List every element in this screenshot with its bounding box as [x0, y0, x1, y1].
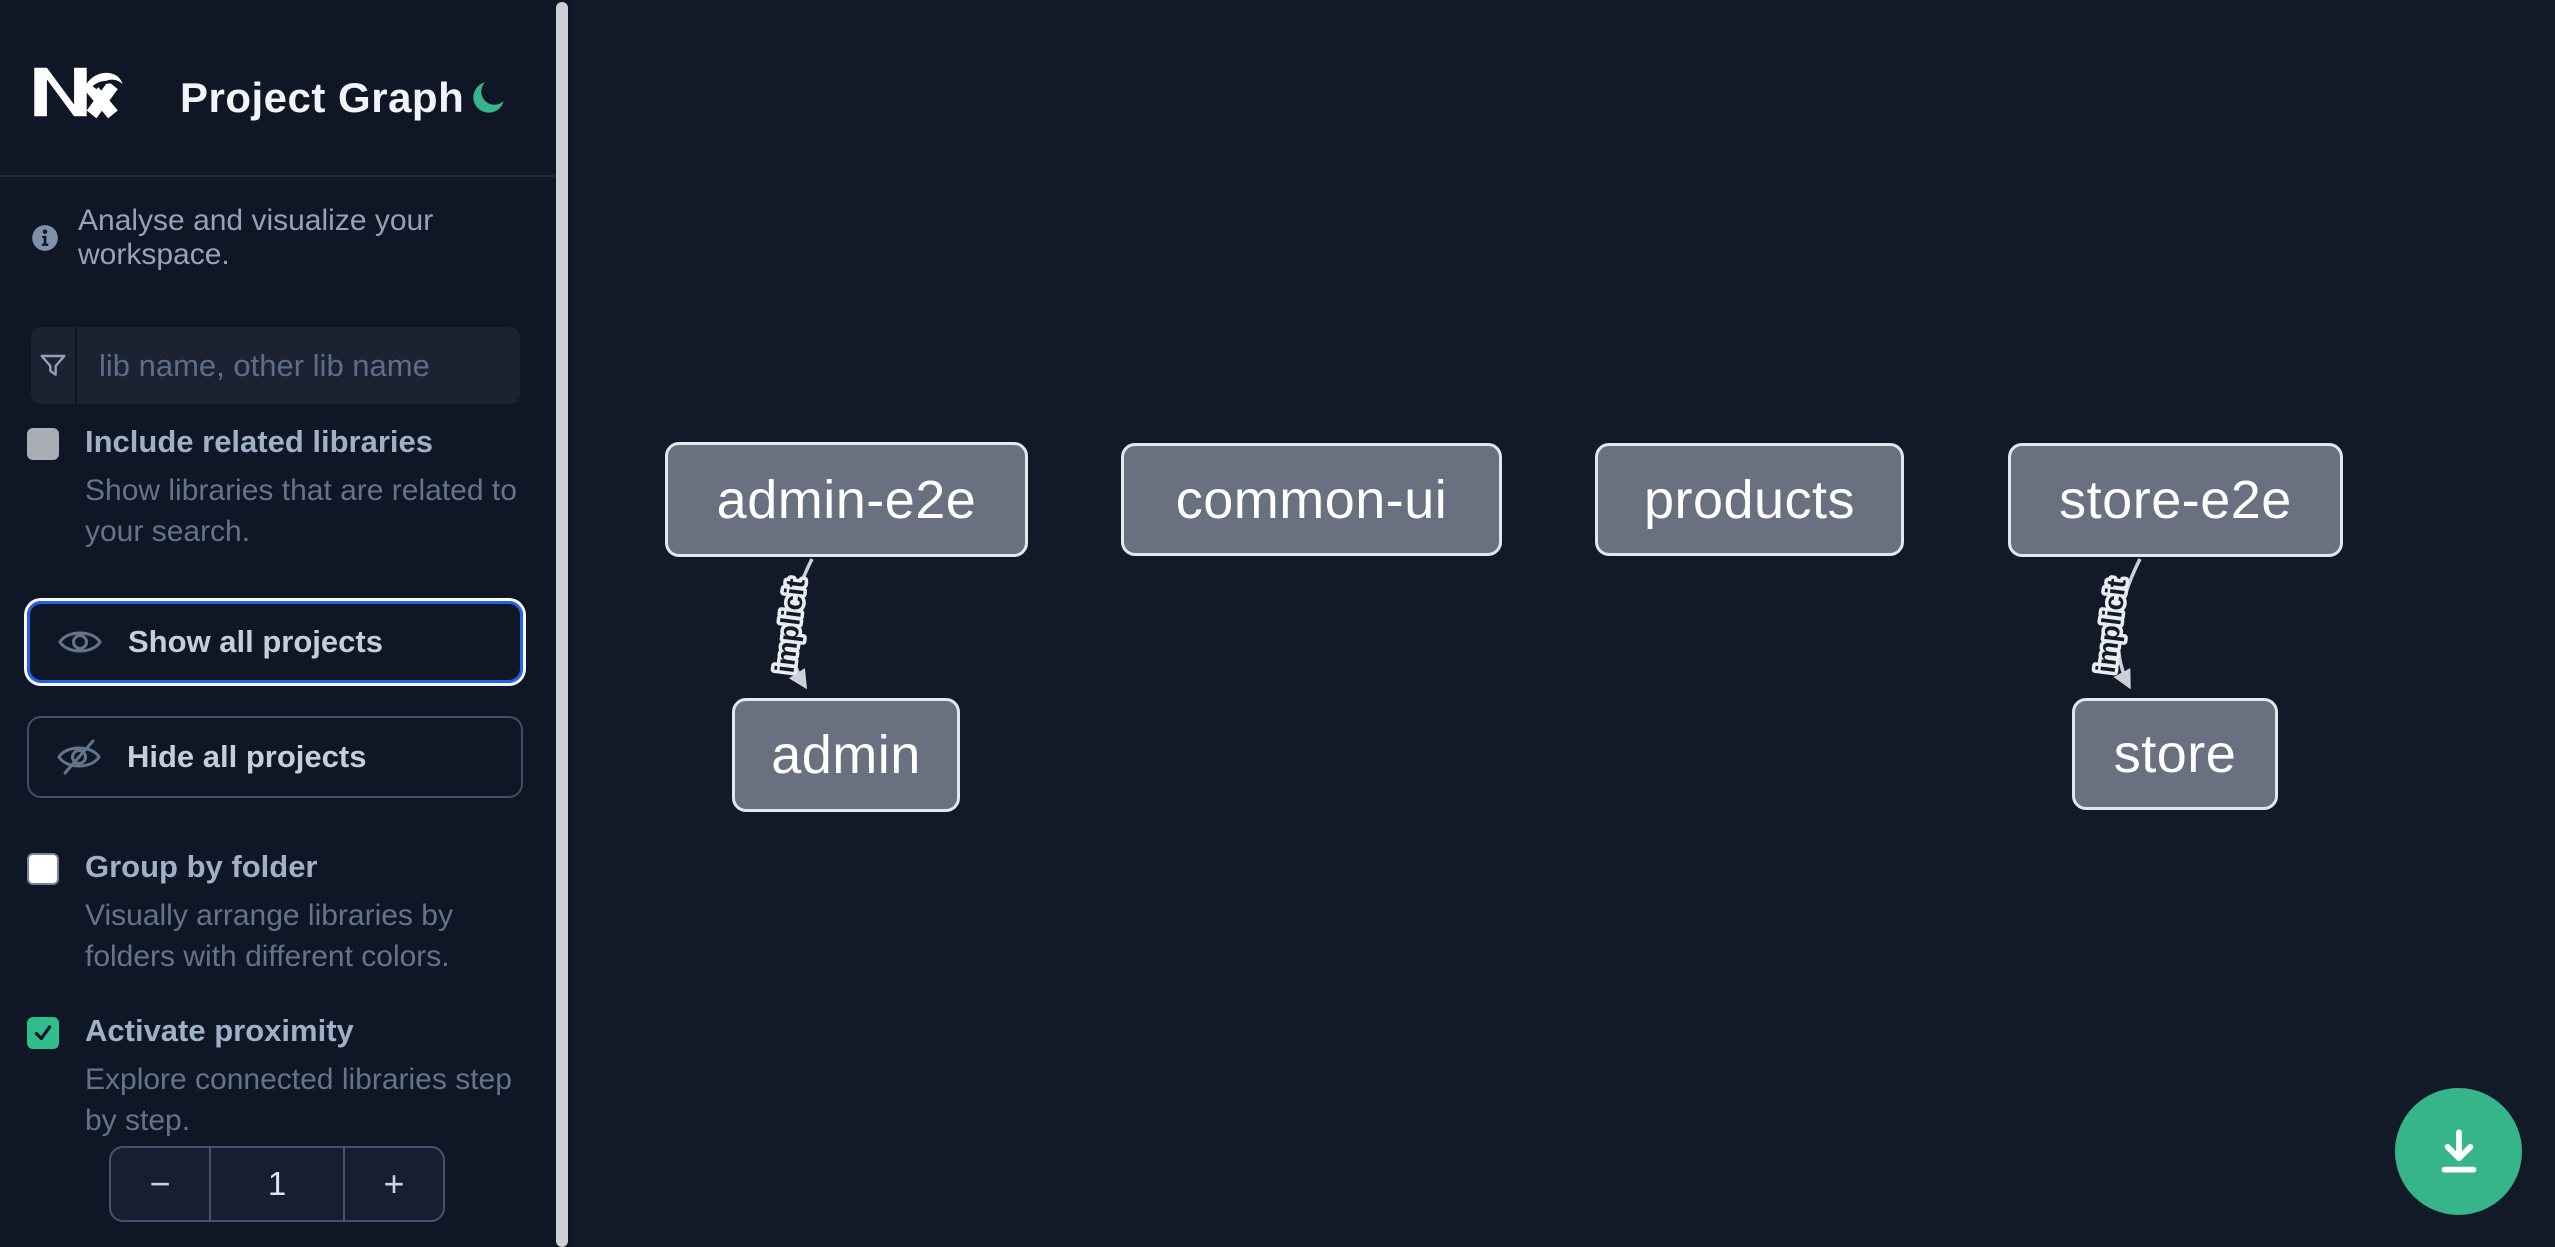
- group-by-folder-title: Group by folder: [85, 849, 318, 884]
- page-title: Project Graph: [180, 74, 465, 121]
- show-all-projects-button[interactable]: Show all projects: [27, 601, 523, 683]
- nx-logo-icon: [34, 67, 123, 119]
- edge-admin-e2e-admin[interactable]: [788, 558, 814, 690]
- download-graph-button[interactable]: [2395, 1088, 2522, 1215]
- graph-node-admin-e2e[interactable]: admin-e2e: [665, 442, 1028, 557]
- activate-proximity-checkbox[interactable]: [27, 1017, 59, 1049]
- increment-button[interactable]: +: [383, 1163, 405, 1204]
- sidebar: Project Graph Analyse and visualize your…: [0, 0, 570, 1247]
- edge-store-e2e-store[interactable]: [2113, 558, 2142, 690]
- graph-canvas[interactable]: [570, 0, 2555, 1247]
- search-box: [31, 327, 520, 404]
- sidebar-header: Project Graph: [0, 0, 556, 177]
- activate-proximity-description: Explore connected libraries step by step…: [85, 1063, 512, 1137]
- graph-node-admin[interactable]: admin: [732, 698, 960, 812]
- option-group-by-folder: Group by folder Visually arrange librari…: [27, 849, 527, 977]
- include-related-checkbox[interactable]: [27, 428, 59, 460]
- decrement-button[interactable]: −: [149, 1163, 171, 1204]
- edge-label-implicit: implicit: [769, 577, 810, 674]
- graph-node-store[interactable]: store: [2072, 698, 2278, 810]
- theme-toggle-moon-icon[interactable]: [468, 76, 510, 118]
- hide-all-projects-label: Hide all projects: [127, 739, 367, 774]
- filter-funnel-icon: [31, 327, 77, 404]
- download-icon: [2441, 1128, 2476, 1173]
- group-by-folder-description: Visually arrange libraries by folders wi…: [85, 899, 453, 973]
- option-include-related: Include related libraries Show libraries…: [27, 424, 527, 552]
- include-related-title: Include related libraries: [85, 424, 434, 459]
- graph-node-common-ui[interactable]: common-ui: [1121, 443, 1502, 556]
- eye-icon: [57, 622, 103, 662]
- info-icon: [32, 225, 58, 251]
- eye-off-icon: [56, 737, 102, 777]
- check-icon: [34, 1025, 52, 1041]
- option-activate-proximity: Activate proximity Explore connected lib…: [27, 1013, 527, 1141]
- intro-text: Analyse and visualize your workspace.: [78, 204, 434, 271]
- include-related-description: Show libraries that are related to your …: [85, 474, 517, 548]
- intro-row: Analyse and visualize your workspace.: [31, 204, 570, 272]
- proximity-depth-stepper: − 1 +: [109, 1146, 445, 1222]
- graph-node-store-e2e[interactable]: store-e2e: [2008, 443, 2343, 557]
- group-by-folder-checkbox[interactable]: [27, 853, 59, 885]
- hide-all-projects-button[interactable]: Hide all projects: [27, 716, 523, 798]
- edge-label-implicit: implicit: [2090, 577, 2131, 674]
- proximity-depth-value: 1: [209, 1148, 345, 1220]
- search-input[interactable]: [77, 327, 520, 404]
- show-all-projects-label: Show all projects: [128, 624, 383, 659]
- activate-proximity-title: Activate proximity: [85, 1013, 354, 1048]
- graph-node-products[interactable]: products: [1595, 443, 1904, 556]
- sidebar-scrollbar[interactable]: [556, 2, 568, 1247]
